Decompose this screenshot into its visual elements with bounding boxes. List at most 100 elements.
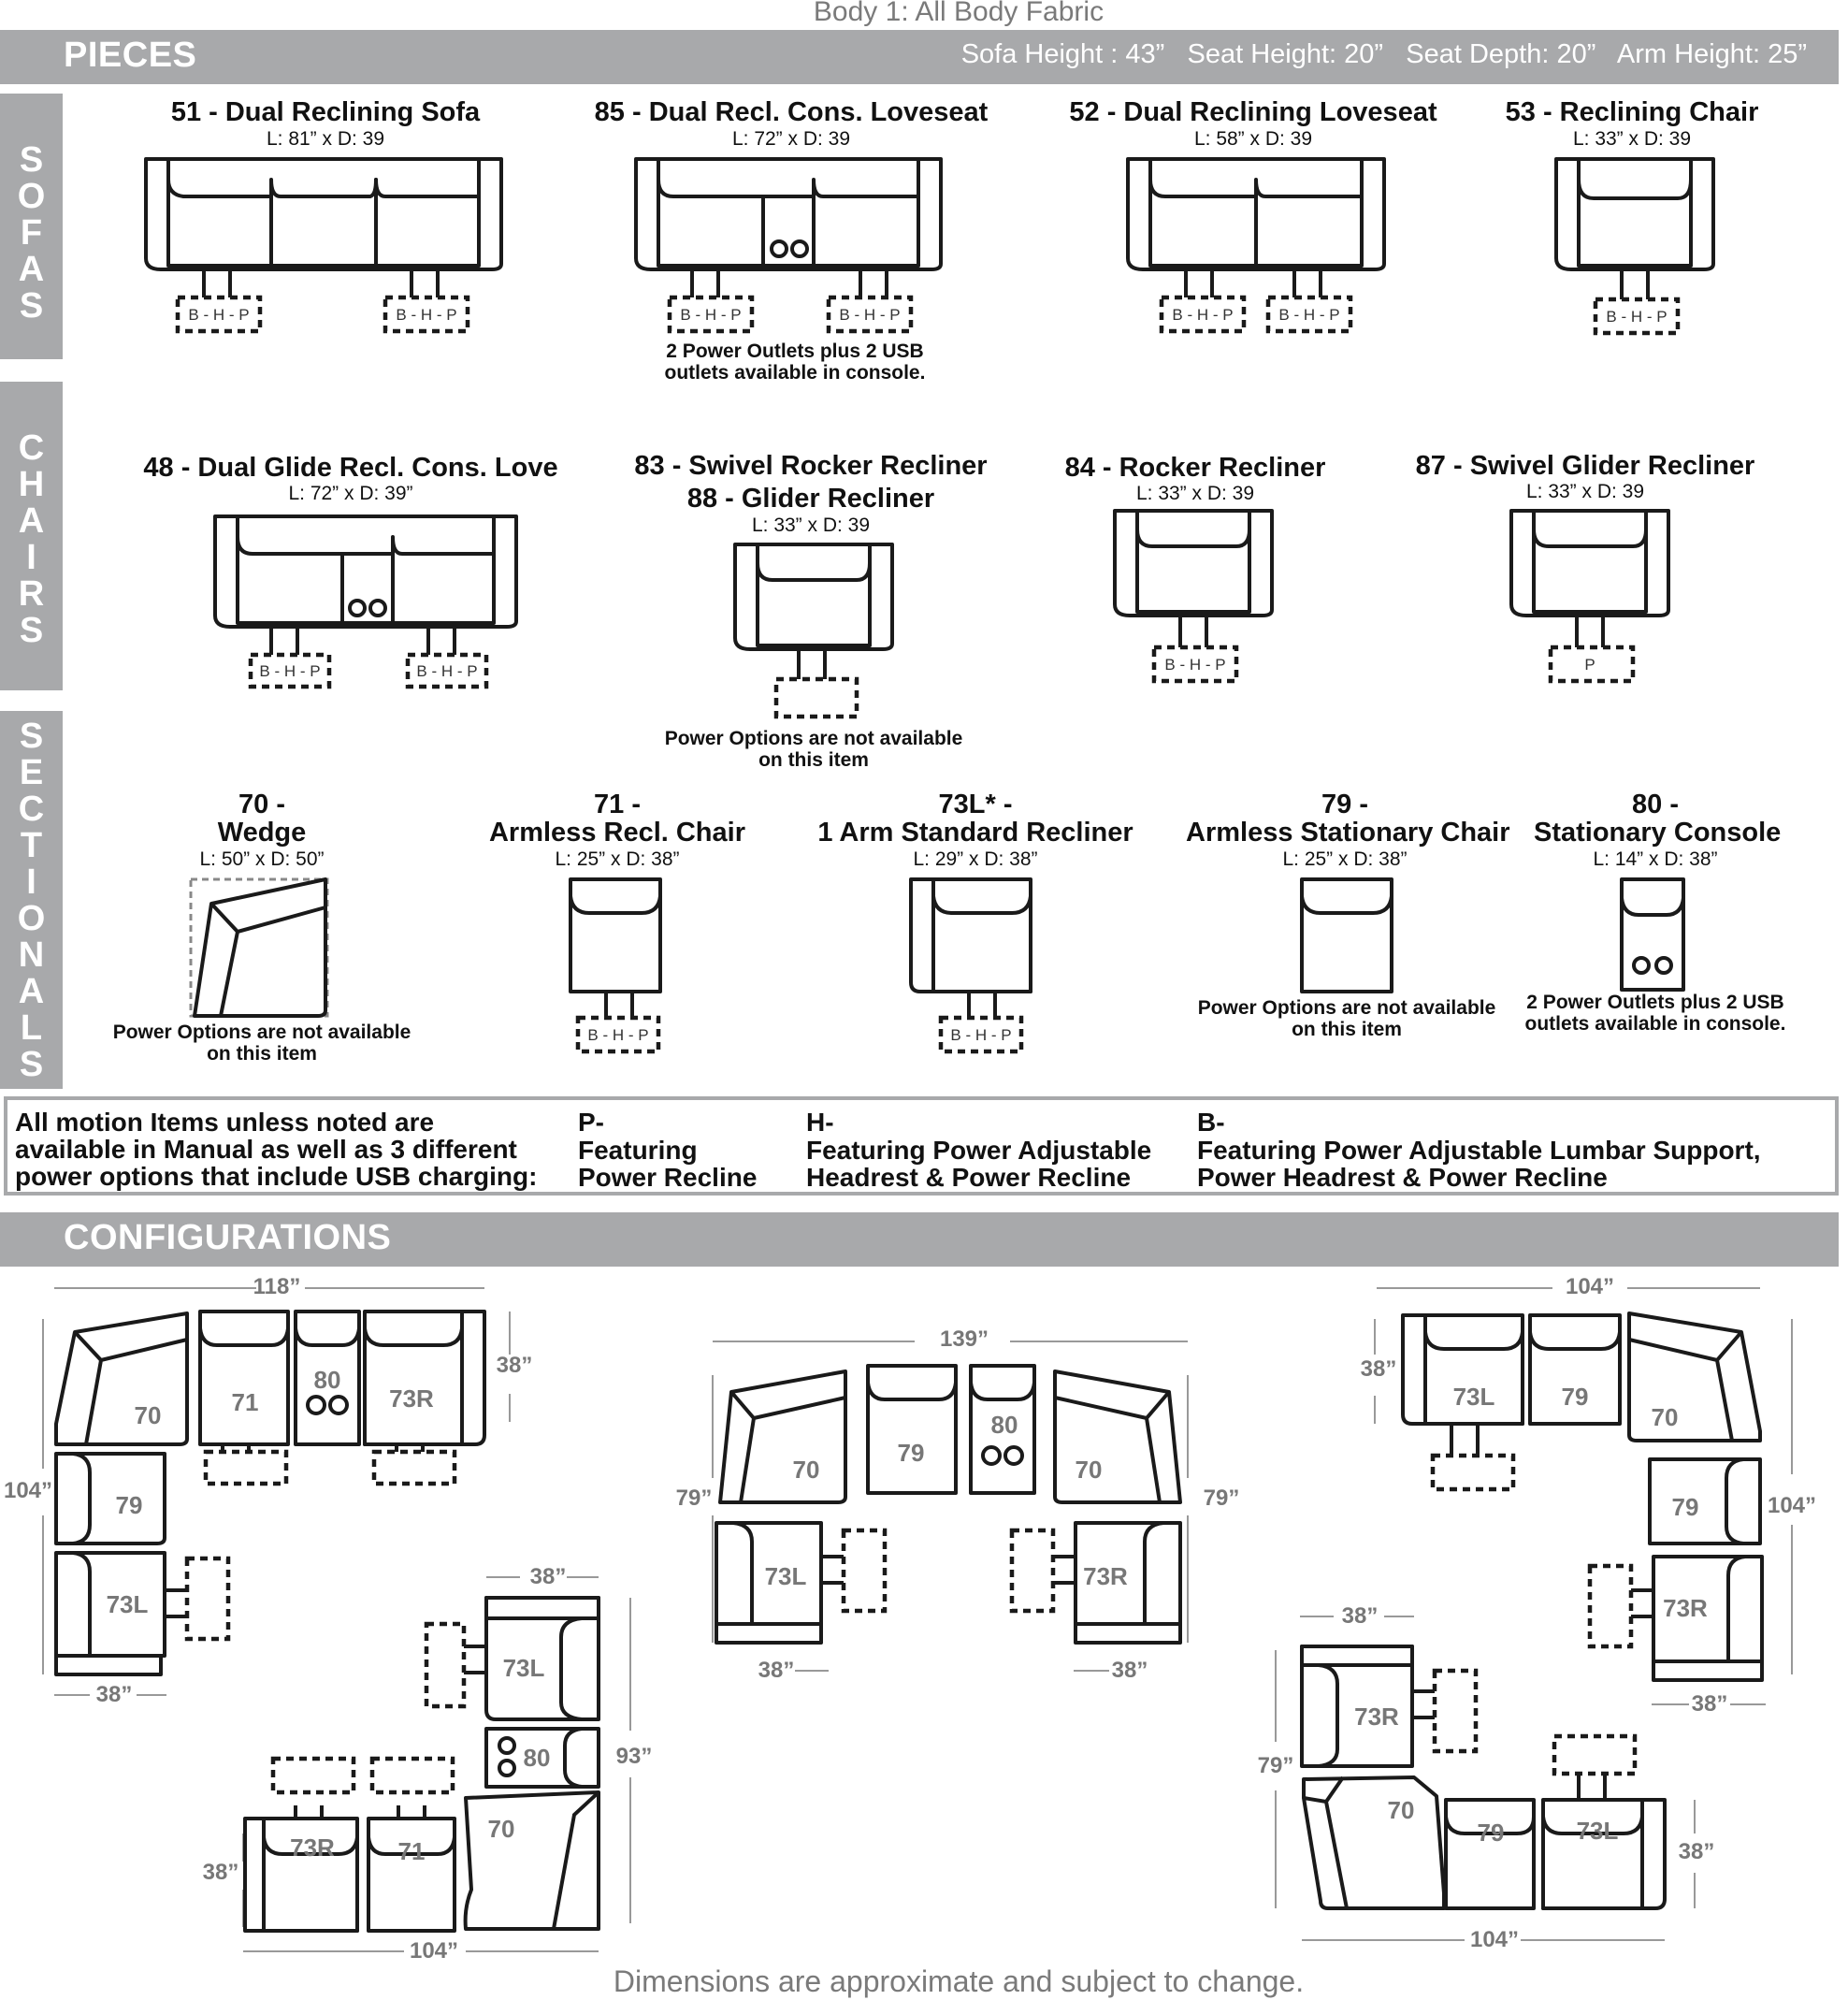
piece-83-note: Power Options are not available on this … <box>664 728 963 771</box>
pieces-header-band: PIECES Sofa Height : 43” Seat Height: 20… <box>0 30 1839 84</box>
legend-b-code: B- <box>1197 1108 1225 1137</box>
legend-h-code: H- <box>806 1108 834 1137</box>
loveseat-48-drawing <box>213 514 518 660</box>
chair-87-drawing <box>1509 509 1670 649</box>
piece-51-dims: L: 81” x D: 39 <box>266 128 385 150</box>
config-4-top: 38” <box>529 1564 567 1589</box>
sofa-51-drawing <box>144 157 503 301</box>
configurations-header-band: CONFIGURATIONS <box>0 1212 1839 1267</box>
piece-84-dims: L: 33” x D: 39 <box>1135 483 1255 504</box>
c5-module-73l: 73L <box>1576 1817 1619 1845</box>
svg-text:B - H - P: B - H - P <box>188 306 249 324</box>
c1-module-80: 80 <box>313 1366 341 1394</box>
piece-85-note: 2 Power Outlets plus 2 USB outlets avail… <box>664 341 926 384</box>
piece-73-num: 73L* - <box>938 790 1013 819</box>
legend-b-desc: Featuring Power Adjustable Lumbar Suppor… <box>1197 1136 1761 1192</box>
piece-80-title: Stationary Console <box>1534 818 1782 848</box>
legend-h-desc: Featuring Power Adjustable Headrest & Po… <box>806 1136 1152 1192</box>
piece-70-title: Wedge <box>217 818 307 848</box>
config-3-width: 104” <box>1565 1274 1615 1299</box>
piece-52-dims: L: 58” x D: 39 <box>1193 128 1313 150</box>
config-5-top: 38” <box>1341 1603 1379 1629</box>
body-fabric-label: Body 1: All Body Fabric <box>813 0 1104 27</box>
svg-text:B - H - P: B - H - P <box>1278 306 1339 324</box>
c2-module-79: 79 <box>897 1439 925 1467</box>
c4-module-80: 80 <box>523 1744 551 1772</box>
c4-module-71: 71 <box>397 1837 426 1865</box>
c3-module-73l: 73L <box>1452 1383 1495 1411</box>
piece-52-title: 52 - Dual Reclining Loveseat <box>1069 97 1437 127</box>
svg-text:B - H - P: B - H - P <box>680 306 741 324</box>
c1-module-71: 71 <box>231 1388 259 1416</box>
config-5-drawing <box>1275 1616 1696 1941</box>
c1-module-73r: 73R <box>389 1384 434 1413</box>
svg-text:B - H - P: B - H - P <box>1606 308 1667 326</box>
c2-module-73r: 73R <box>1083 1562 1128 1590</box>
chairs-tab-label: C H A I R S <box>18 428 45 650</box>
piece-85-dims: L: 72” x D: 39 <box>731 128 851 150</box>
piece-79-num: 79 - <box>1321 790 1368 819</box>
power-options-legend <box>4 1096 1839 1196</box>
legend-p-code: P- <box>578 1108 604 1137</box>
config-5-left-height: 79” <box>1257 1753 1294 1778</box>
c1-module-73l: 73L <box>106 1590 149 1618</box>
config-1-height: 104” <box>3 1478 53 1503</box>
config-2-bottom-right: 38” <box>1111 1658 1148 1683</box>
config-3-depth: 38” <box>1360 1356 1397 1382</box>
svg-text:B - H - P: B - H - P <box>839 306 900 324</box>
legend-intro: All motion Items unless noted are availa… <box>15 1108 538 1191</box>
sectionals-tab-label: S E C T I O N A L S <box>17 717 46 1084</box>
config-4-left-height: 38” <box>202 1860 239 1885</box>
loveseat-52-drawing <box>1126 157 1386 301</box>
piece-70-num: 70 - <box>238 790 285 819</box>
config-2-right-height: 79” <box>1203 1486 1240 1511</box>
sectionals-tab: S E C T I O N A L S <box>0 711 63 1089</box>
svg-text:B - H - P: B - H - P <box>1172 306 1233 324</box>
c4-module-70: 70 <box>487 1815 515 1843</box>
c2-module-70-left: 70 <box>792 1456 820 1484</box>
config-4-bottom: 104” <box>409 1938 459 1964</box>
svg-text:B - H - P: B - H - P <box>587 1026 648 1044</box>
svg-text:B - H - P: B - H - P <box>416 662 477 680</box>
c4-module-73l: 73L <box>502 1654 545 1682</box>
config-2-bottom-left: 38” <box>758 1658 795 1683</box>
c1-module-79: 79 <box>115 1491 143 1519</box>
piece-71-title: Armless Recl. Chair <box>488 818 745 848</box>
piece-71-num: 71 - <box>594 790 641 819</box>
piece-80-note: 2 Power Outlets plus 2 USB outlets avail… <box>1524 992 1786 1035</box>
piece-48-title: 48 - Dual Glide Recl. Cons. Love <box>143 453 558 483</box>
piece-79-dims: L: 25” x D: 38” <box>1282 848 1408 870</box>
c5-module-79: 79 <box>1477 1819 1505 1847</box>
dimension-specs: Sofa Height : 43” Seat Height: 20” Seat … <box>960 39 1807 69</box>
piece-83-title: 83 - Swivel Rocker Recliner <box>634 451 988 481</box>
c5-module-73r: 73R <box>1354 1703 1399 1731</box>
chair-53-drawing <box>1554 157 1715 303</box>
config-4-height: 93” <box>615 1744 653 1769</box>
chairs-tab: C H A I R S <box>0 382 63 690</box>
c3-module-79-side: 79 <box>1671 1493 1699 1521</box>
c3-module-70: 70 <box>1651 1403 1679 1431</box>
config-3-height: 104” <box>1767 1493 1817 1518</box>
c2-module-80: 80 <box>990 1411 1018 1439</box>
piece-88-title: 88 - Glider Recliner <box>686 484 935 514</box>
c1-module-70: 70 <box>134 1401 162 1429</box>
config-1-depth: 38” <box>496 1353 533 1378</box>
recliner-73l-drawing <box>909 877 1032 1022</box>
piece-83-dims: L: 33” x D: 39 <box>751 514 871 536</box>
chair-84-drawing <box>1113 509 1274 649</box>
c2-module-73l: 73L <box>764 1562 807 1590</box>
config-1-drawing <box>42 1287 511 1696</box>
piece-53-title: 53 - Reclining Chair <box>1505 97 1759 127</box>
piece-51-title: 51 - Dual Reclining Sofa <box>170 97 481 127</box>
chair-83-drawing <box>733 543 894 719</box>
config-1-bottom: 38” <box>95 1682 133 1707</box>
piece-80-dims: L: 14” x D: 38” <box>1593 848 1718 870</box>
svg-text:B - H - P: B - H - P <box>396 306 456 324</box>
c4-module-73r: 73R <box>290 1833 335 1862</box>
piece-70-note: Power Options are not available on this … <box>112 1022 411 1065</box>
piece-71-dims: L: 25” x D: 38” <box>555 848 680 870</box>
config-2-drawing <box>712 1341 1189 1672</box>
c3-module-79: 79 <box>1561 1383 1589 1411</box>
piece-48-dims: L: 72” x D: 39” <box>288 483 413 504</box>
config-5-bottom: 104” <box>1469 1927 1520 1952</box>
